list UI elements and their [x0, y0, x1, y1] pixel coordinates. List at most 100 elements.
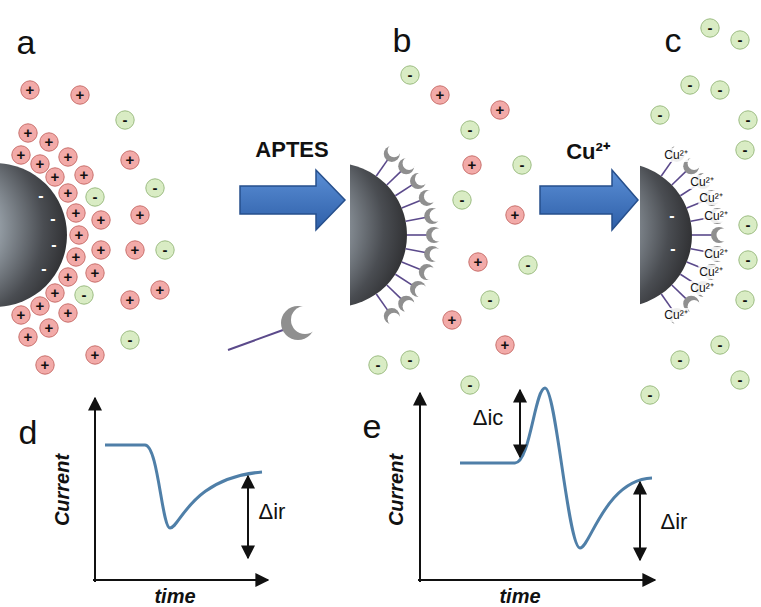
ion-shape: [156, 241, 174, 259]
amine-cup: [388, 313, 401, 326]
charge-sign: +: [91, 210, 111, 230]
panel-letter: e: [363, 407, 382, 446]
linker-chain: [387, 171, 401, 185]
ion-shape: [739, 216, 757, 234]
axis-label: Current: [385, 454, 408, 526]
linker-chain: [407, 234, 427, 236]
linker-chain: [395, 274, 412, 285]
charge-sign: +: [91, 240, 111, 260]
ion-shape: [651, 106, 669, 124]
ion-shape: [21, 81, 39, 99]
ion-shape: [736, 291, 754, 309]
ion-shape: [46, 284, 64, 302]
ion-shape: [736, 141, 754, 159]
bound-ion-label: Cu²⁺: [663, 308, 688, 322]
ion-shape: [92, 241, 110, 259]
ion-shape: [67, 204, 85, 222]
charge-sign: -: [115, 110, 135, 130]
amine-cup: [424, 267, 437, 280]
bound-ion-label: Cu²⁺: [689, 175, 714, 189]
charge-sign: +: [45, 283, 65, 303]
linker-chain: [692, 234, 712, 236]
ion-shape: [59, 148, 77, 166]
charge-sign: +: [30, 154, 50, 174]
panel-letter: c: [665, 21, 682, 60]
amine-cup: [403, 300, 416, 313]
cation-circle: +: [45, 167, 65, 187]
aptes-icon: [228, 306, 319, 350]
cation-circle: +: [58, 267, 78, 287]
cation-circle: +: [45, 283, 65, 303]
anion-circle: -: [738, 250, 758, 270]
anion-circle: -: [640, 385, 660, 405]
anion-circle: -: [460, 375, 480, 395]
charge-sign: +: [150, 280, 170, 300]
amine-cup: [415, 172, 428, 185]
ion-shape: [671, 351, 689, 369]
ion-shape: [126, 241, 144, 259]
charge-sign: +: [20, 80, 40, 100]
anion-circle: -: [400, 65, 420, 85]
amine-cup: [432, 229, 445, 242]
anion-circle: -: [74, 285, 94, 305]
charge-sign: +: [120, 150, 140, 170]
charge-sign: +: [490, 100, 510, 120]
charge-sign: -: [670, 350, 690, 370]
cation-circle: +: [18, 327, 38, 347]
cation-circle: +: [85, 263, 105, 283]
linker-chain: [406, 217, 426, 221]
ion-shape: [86, 264, 104, 282]
ion-shape: [71, 86, 89, 104]
anion-circle: -: [650, 105, 670, 125]
charge-sign: +: [74, 165, 94, 185]
bound-ion-label: Cu²⁺: [703, 247, 728, 261]
charge-sign: +: [69, 225, 89, 245]
linker-chain: [406, 249, 426, 253]
surface-charge: -: [41, 260, 46, 278]
charge-sign: +: [18, 123, 38, 143]
linker-chain: [395, 185, 412, 196]
anion-circle: -: [680, 75, 700, 95]
charge-sign: -: [120, 330, 140, 350]
charge-sign: +: [35, 355, 55, 375]
charge-sign: +: [58, 147, 78, 167]
ion-shape: [70, 226, 88, 244]
charge-sign: +: [30, 296, 50, 316]
anion-circle: -: [700, 18, 720, 38]
charge-sign: -: [155, 240, 175, 260]
charge-sign: +: [39, 318, 59, 338]
cation-circle: +: [11, 305, 31, 325]
cation-circle: +: [495, 335, 515, 355]
ion-shape: [519, 256, 537, 274]
charge-sign: -: [680, 75, 700, 95]
ion-shape: [701, 19, 719, 37]
ion-shape: [131, 206, 149, 224]
cation-circle: +: [70, 85, 90, 105]
charge-sign: +: [45, 167, 65, 187]
charge-sign: -: [400, 350, 420, 370]
anion-circle: -: [115, 110, 135, 130]
charge-sign: +: [505, 205, 525, 225]
cation-circle: +: [35, 355, 55, 375]
ion-shape: [19, 328, 37, 346]
ion-shape: [59, 268, 77, 286]
ion-shape: [59, 184, 77, 202]
nanoparticle: [350, 163, 407, 307]
reagent-label: Cu²⁺: [566, 135, 610, 165]
delta-label: Δir: [259, 499, 286, 525]
cation-circle: +: [130, 205, 150, 225]
linker-chain: [672, 171, 686, 185]
anion-circle: -: [735, 290, 755, 310]
anion-circle: -: [460, 120, 480, 140]
anion-circle: -: [120, 330, 140, 350]
ion-shape: [681, 76, 699, 94]
ion-shape: [641, 386, 659, 404]
charge-sign: -: [518, 255, 538, 275]
amine-cup: [688, 157, 701, 170]
panel-letter: b: [393, 21, 412, 60]
charge-sign: +: [11, 305, 31, 325]
ion-shape: [59, 304, 77, 322]
charge-sign: +: [85, 345, 105, 365]
